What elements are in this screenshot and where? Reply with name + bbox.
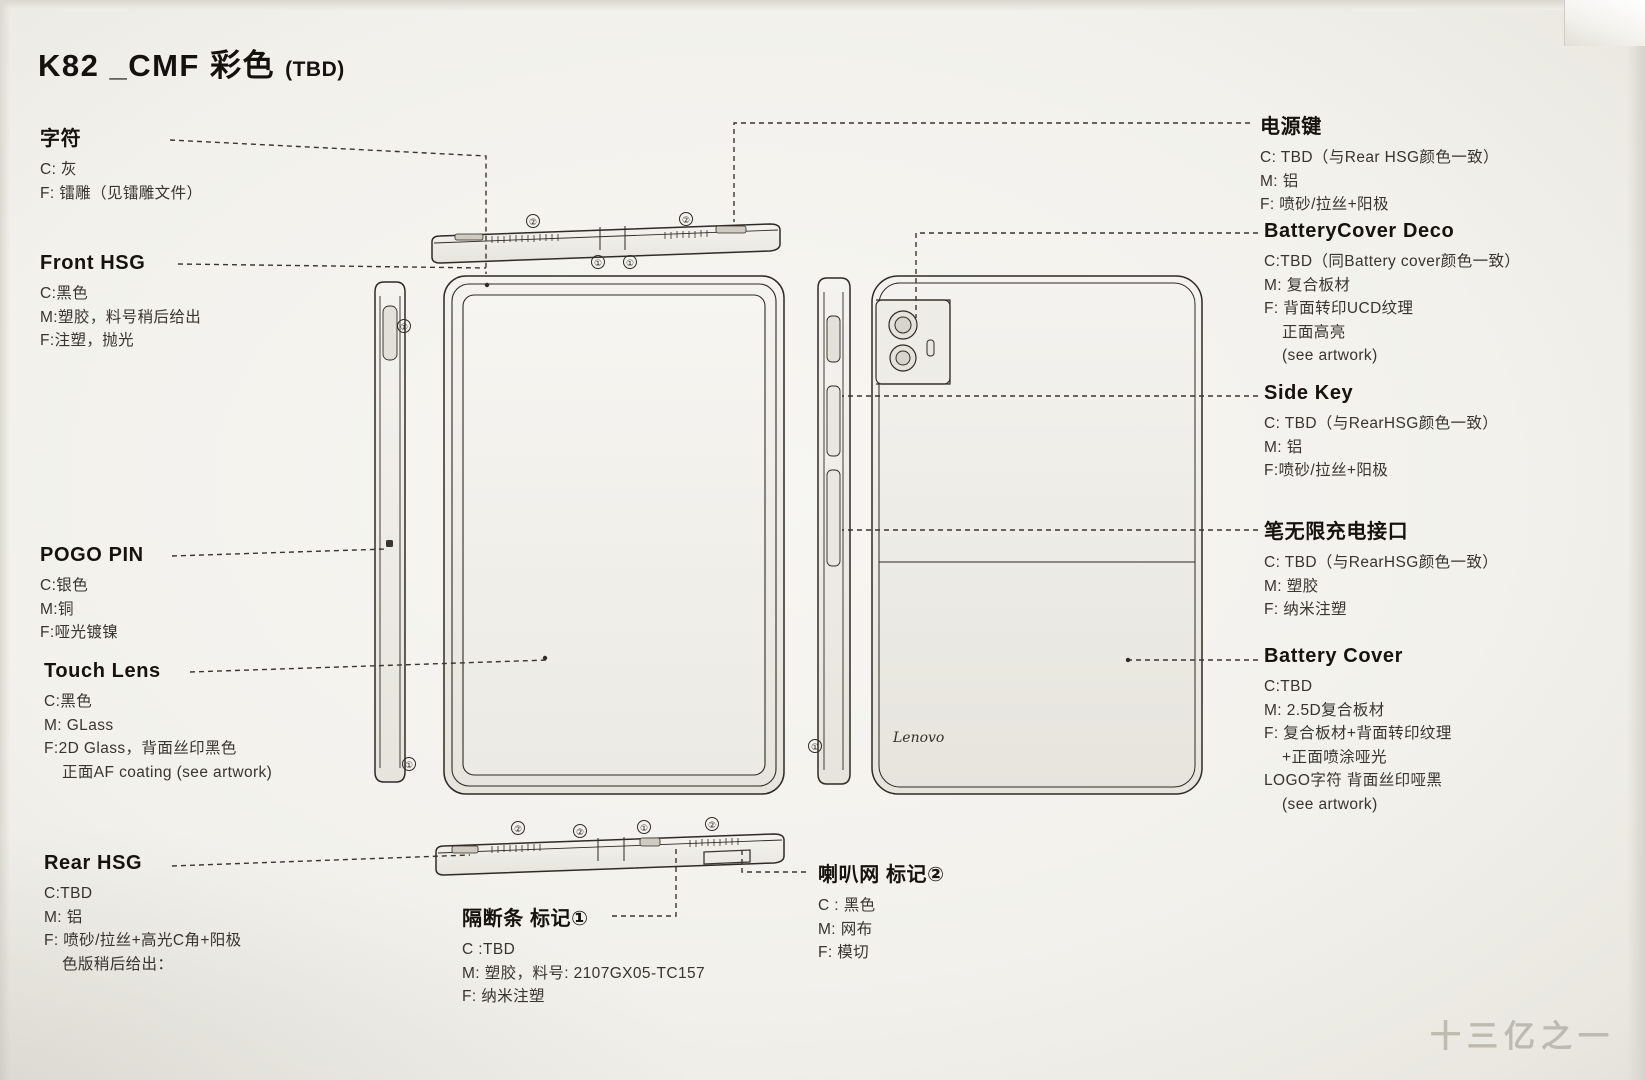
svg-text:①: ① — [594, 259, 602, 269]
annotation-pogo-pin-line-2: F:哑光镀镍 — [40, 624, 119, 642]
annotation-zifu-heading: 字符 — [40, 128, 82, 150]
paper-corner-fold — [1564, 0, 1645, 46]
annotation-pogo-pin-line-0: C:银色 — [40, 577, 89, 594]
annotation-power-key-heading: 电源键 — [1260, 116, 1322, 138]
annotation-rear-hsg-line-0: C:TBD — [44, 885, 93, 902]
annotation-pogo-pin-heading: POGO PIN — [40, 544, 144, 566]
annotation-pogo-pin: POGO PIN C:银色 M:铜 F:哑光镀镍 — [40, 544, 144, 645]
annotation-side-key-line-2: F:喷砂/拉丝+阳极 — [1264, 462, 1389, 480]
annotation-speaker-mesh-line-0: C : 黑色 — [818, 897, 876, 914]
annotation-pen-charge-port-line-2: F: 纳米注塑 — [1264, 601, 1347, 619]
annotation-pen-charge-port-line-0: C: TBD（与RearHSG颜色一致） — [1264, 554, 1499, 571]
annotation-power-key-line-2: F: 喷砂/拉丝+阳极 — [1260, 196, 1389, 214]
svg-text:②: ② — [514, 825, 522, 835]
svg-text:①: ① — [811, 743, 819, 753]
annotation-front-hsg-heading: Front HSG — [40, 252, 146, 274]
paper-top-edge — [0, 0, 1645, 10]
annotation-front-hsg-line-2: F:注塑，抛光 — [40, 332, 135, 350]
paper-left-edge — [0, 0, 10, 1080]
annotation-speaker-mesh-heading: 喇叭网 标记② — [818, 864, 945, 886]
annotation-touch-lens: Touch Lens C:黑色 M: GLass F:2D Glass，背面丝印… — [44, 660, 272, 784]
annotation-battery-cover-line-2: F: 复合板材+背面转印纹理 — [1264, 725, 1452, 743]
annotation-front-hsg-line-0: C:黑色 — [40, 285, 89, 302]
svg-text:①: ① — [626, 259, 634, 269]
annotation-power-key-line-1: M: 铝 — [1260, 172, 1299, 190]
annotation-battery-cover-deco: BatteryCover Deco C:TBD（同Battery cover颜色… — [1264, 220, 1520, 368]
page-title-main: K82 _CMF 彩色 — [38, 48, 275, 83]
annotation-divider-strip-line-1: M: 塑胶，料号: 2107GX05-TC157 — [462, 964, 706, 982]
leader-lines — [169, 122, 1258, 917]
annotation-pen-charge-port: 笔无限充电接口 C: TBD（与RearHSG颜色一致） M: 塑胶 F: 纳米… — [1264, 515, 1498, 622]
svg-text:①: ① — [405, 761, 413, 771]
annotation-touch-lens-line-3: 正面AF coating (see artwork) — [62, 763, 273, 781]
annotation-side-key: Side Key C: TBD（与RearHSG颜色一致） M: 铝 F:喷砂/… — [1264, 382, 1498, 483]
annotation-zifu-line-1: F: 镭雕（见镭雕文件） — [40, 184, 203, 202]
annotation-rear-hsg-line-3: 色版稍后给出： — [62, 955, 174, 973]
annotation-touch-lens-line-0: C:黑色 — [44, 693, 93, 710]
annotation-touch-lens-line-2: F:2D Glass，背面丝印黑色 — [44, 740, 237, 758]
annotation-speaker-mesh-line-2: F: 模切 — [818, 944, 870, 962]
annotation-battery-cover-deco-line-4: (see artwork) — [1282, 347, 1378, 365]
page-title-suffix: (TBD) — [285, 58, 345, 81]
svg-text:②: ② — [529, 218, 537, 228]
annotation-divider-strip-heading: 隔断条 标记① — [462, 908, 589, 930]
annotation-rear-hsg: Rear HSG C:TBD M: 铝 F: 喷砂/拉丝+高光C角+阳极 色版稍… — [44, 852, 242, 976]
annotation-battery-cover-line-4: LOGO字符 背面丝印哑黑 — [1264, 772, 1443, 790]
annotation-battery-cover-line-1: M: 2.5D复合板材 — [1264, 701, 1385, 719]
annotation-zifu-line-0: C: 灰 — [40, 161, 77, 178]
annotation-front-hsg-line-1: M:塑胶，料号稍后给出 — [40, 308, 202, 326]
annotation-battery-cover: Battery Cover C:TBD M: 2.5D复合板材 F: 复合板材+… — [1264, 645, 1452, 816]
tablet-back-view: Lenovo — [871, 275, 1203, 795]
annotation-divider-strip: 隔断条 标记① C :TBD M: 塑胶，料号: 2107GX05-TC157 … — [462, 902, 705, 1009]
annotation-divider-strip-line-0: C :TBD — [462, 941, 516, 958]
annotation-battery-cover-deco-line-1: M: 复合板材 — [1264, 276, 1351, 294]
tablet-top-edge-view: ② ② ① ① — [431, 212, 781, 269]
page-title: K82 _CMF 彩色 (TBD) — [38, 40, 345, 85]
annotation-rear-hsg-heading: Rear HSG — [44, 852, 143, 874]
paper-right-edge — [1627, 0, 1645, 1080]
tablet-left-side-view: ① ① — [374, 281, 416, 783]
annotation-pen-charge-port-line-1: M: 塑胶 — [1264, 577, 1319, 595]
annotation-speaker-mesh-line-1: M: 网布 — [818, 920, 873, 938]
annotation-battery-cover-line-0: C:TBD — [1264, 678, 1313, 695]
annotation-pen-charge-port-heading: 笔无限充电接口 — [1264, 521, 1409, 543]
annotation-battery-cover-heading: Battery Cover — [1264, 645, 1403, 667]
tablet-front-view — [443, 275, 785, 795]
annotation-rear-hsg-line-1: M: 铝 — [44, 908, 83, 926]
device-logo-mark: Lenovo — [892, 730, 944, 746]
annotation-power-key: 电源键 C: TBD（与Rear HSG颜色一致） M: 铝 F: 喷砂/拉丝+… — [1260, 110, 1499, 217]
annotation-side-key-line-1: M: 铝 — [1264, 438, 1303, 456]
annotation-power-key-line-0: C: TBD（与Rear HSG颜色一致） — [1260, 149, 1499, 166]
annotation-touch-lens-heading: Touch Lens — [44, 660, 161, 682]
annotation-battery-cover-deco-line-2: F: 背面转印UCD纹理 — [1264, 300, 1414, 318]
annotation-side-key-line-0: C: TBD（与RearHSG颜色一致） — [1264, 415, 1499, 432]
annotation-divider-strip-line-2: F: 纳米注塑 — [462, 988, 545, 1006]
annotation-speaker-mesh: 喇叭网 标记② C : 黑色 M: 网布 F: 模切 — [818, 858, 945, 965]
annotation-front-hsg: Front HSG C:黑色 M:塑胶，料号稍后给出 F:注塑，抛光 — [40, 252, 201, 353]
annotation-battery-cover-deco-heading: BatteryCover Deco — [1264, 220, 1455, 242]
tablet-right-side-view: ① — [808, 277, 851, 785]
annotation-touch-lens-line-1: M: GLass — [44, 716, 114, 734]
svg-text:①: ① — [400, 323, 408, 333]
annotation-rear-hsg-line-2: F: 喷砂/拉丝+高光C角+阳极 — [44, 932, 242, 950]
tablet-bottom-edge-view: ② ② ① ② — [435, 817, 785, 876]
annotation-side-key-heading: Side Key — [1264, 382, 1354, 404]
annotation-pogo-pin-line-1: M:铜 — [40, 600, 74, 618]
annotation-battery-cover-deco-line-0: C:TBD（同Battery cover颜色一致） — [1264, 253, 1521, 270]
svg-text:②: ② — [708, 821, 716, 831]
annotation-battery-cover-deco-line-3: 正面高亮 — [1282, 323, 1346, 341]
annotation-battery-cover-line-3: +正面喷涂哑光 — [1282, 748, 1387, 766]
watermark: 十三亿之一 — [1430, 1019, 1615, 1054]
svg-text:②: ② — [576, 828, 584, 838]
speaker-mesh-callout-box — [703, 849, 751, 865]
svg-text:①: ① — [640, 824, 648, 834]
annotation-zifu: 字符 C: 灰 F: 镭雕（见镭雕文件） — [40, 122, 202, 205]
svg-text:②: ② — [682, 216, 690, 226]
annotation-battery-cover-line-5: (see artwork) — [1282, 795, 1378, 813]
